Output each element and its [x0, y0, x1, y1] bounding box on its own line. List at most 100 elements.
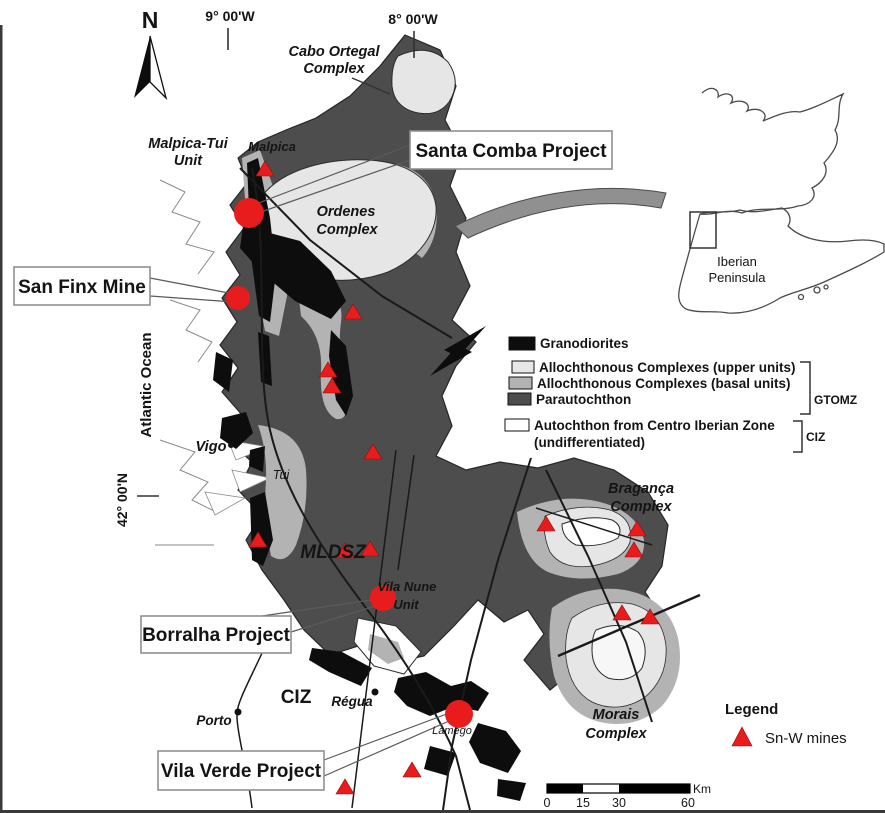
porto-dot: [234, 708, 242, 716]
sn-w-mine-marker: [536, 515, 556, 532]
inset-label: Peninsula: [708, 270, 766, 285]
vila-verde-marker: [445, 700, 473, 728]
san-finx-marker: [226, 286, 250, 310]
sn-w-mine-marker: [360, 540, 380, 557]
malpica-tui-label: Unit: [174, 153, 203, 169]
sn-w-mine-marker: [322, 377, 342, 394]
cabo-ortegal-label: Cabo Ortegal: [288, 44, 380, 60]
mines-legend: Legend Sn-W mines: [725, 701, 847, 747]
sn-w-legend-triangle-icon: [731, 726, 753, 747]
scale-tick: 0: [544, 796, 551, 810]
scale-unit-label: Km: [693, 782, 711, 796]
vila-nune-label: Unit: [393, 597, 419, 612]
regua-label: Régua: [331, 694, 373, 709]
legend-item-label: Parautochthon: [536, 392, 631, 407]
borralha-marker: [370, 585, 396, 611]
cabo-ortegal-label: Complex: [303, 61, 365, 77]
coastline-detail: [159, 439, 217, 513]
porto-label: Porto: [196, 713, 231, 728]
vigo-label: Vigo: [196, 439, 227, 455]
place-labels: Cabo Ortegal Complex Malpica-Tui Unit Ma…: [138, 44, 674, 742]
santa-comba-label: Santa Comba Project: [415, 141, 607, 162]
project-callouts: Santa Comba Project San Finx Mine Borral…: [13, 130, 613, 791]
vila-verde-callout: [157, 750, 325, 791]
legend-item-label: Granodiorites: [540, 336, 629, 351]
ciz-map-label: CIZ: [281, 687, 312, 708]
north-label: N: [142, 7, 159, 33]
mines-legend-title: Legend: [725, 701, 778, 718]
ciz-legend-label: CIZ: [806, 430, 825, 444]
autochthon-swatch: [504, 418, 530, 432]
compass-rose: N: [134, 7, 168, 101]
regua-dot: [371, 688, 379, 696]
iberia-outline: [678, 207, 885, 314]
coastline-detail: [169, 299, 213, 363]
scale-bar: Km 0 15 30 60: [544, 782, 711, 810]
north-arrow-icon: [149, 35, 168, 101]
geology-legend: Granodiorites Allochthonous Complexes (u…: [504, 336, 857, 453]
allochthonous-basal-swatch: [508, 376, 533, 390]
san-finx-callout: [13, 266, 151, 306]
balearic-island: [797, 293, 805, 301]
ciz-bracket: [793, 420, 803, 453]
sn-w-mine-marker: [624, 541, 644, 558]
vigo-dot: [228, 442, 234, 448]
shear-sense-arrows: [430, 326, 486, 376]
parautochthon-swatch: [507, 392, 532, 406]
ria-cutout: [231, 469, 272, 493]
sn-w-mines: [248, 160, 660, 795]
graticule-labels: 9° 00'W 8° 00'W 42° 00'N: [114, 8, 438, 527]
allochthonous-upper-swatch: [511, 360, 535, 374]
lon-9w-label: 9° 00'W: [205, 8, 255, 24]
lat-42n-label: 42° 00'N: [114, 473, 130, 527]
balearic-island: [823, 284, 829, 290]
tui-label: Tui: [273, 468, 291, 482]
sn-w-mine-marker: [335, 778, 355, 795]
santa-comba-marker: [234, 198, 264, 228]
borralha-label: Borralha Project: [142, 625, 290, 646]
legend-item-label: Allochthonous Complexes (upper units): [539, 360, 796, 375]
vila-nune-basal: [368, 634, 404, 664]
legend-item-label: Autochthon from Centro Iberian Zone: [534, 418, 775, 433]
lon-8w-label: 8° 00'W: [388, 11, 438, 27]
santa-comba-callout: [409, 130, 613, 170]
atlantic-ocean-label: Atlantic Ocean: [138, 332, 155, 437]
inset-map: Iberian Peninsula: [454, 87, 885, 314]
inset-label: Iberian: [717, 254, 757, 269]
left-frame-edge: [0, 25, 3, 813]
sn-w-mine-marker: [318, 361, 338, 378]
sn-w-mine-marker: [255, 160, 275, 177]
north-arrow-icon: [134, 36, 150, 98]
legend-item-label2: (undifferentiated): [534, 435, 645, 450]
sn-w-mine-marker: [402, 761, 422, 778]
sn-w-mine-marker: [363, 443, 383, 460]
sn-w-mine-marker: [248, 531, 268, 548]
sn-w-mine-marker: [612, 604, 632, 621]
bottom-frame-edge: [0, 810, 885, 813]
sn-w-mines-label: Sn-W mines: [765, 730, 847, 747]
granodiorite-bodies: [213, 158, 526, 801]
vila-nune-label: Vila Nune: [378, 579, 437, 594]
malpica-tui-label: Malpica-Tui: [148, 136, 228, 152]
legend-item-label: Allochthonous Complexes (basal units): [537, 376, 791, 391]
lamego-label: Lamego: [432, 725, 472, 737]
sn-w-mine-marker: [335, 542, 355, 559]
braganca-label: Bragança: [608, 481, 674, 497]
scale-tick: 60: [681, 796, 695, 810]
ordenes-label: Complex: [316, 222, 378, 238]
balearic-island: [813, 286, 821, 294]
morais-core: [591, 625, 646, 681]
granodiorites-swatch: [508, 336, 536, 351]
ordenes-label: Ordenes: [317, 204, 376, 220]
gtomz-bracket: [800, 361, 811, 415]
cabo-ortegal-region: [391, 49, 456, 115]
morais-label: Complex: [585, 726, 647, 742]
sn-w-mine-marker: [640, 608, 660, 625]
sn-w-mine-marker: [343, 303, 363, 320]
inset-pointer-arrow: [454, 188, 667, 239]
ria-cutout: [204, 491, 247, 516]
coastline-detail: [159, 179, 215, 275]
braganca-label: Complex: [610, 499, 672, 515]
